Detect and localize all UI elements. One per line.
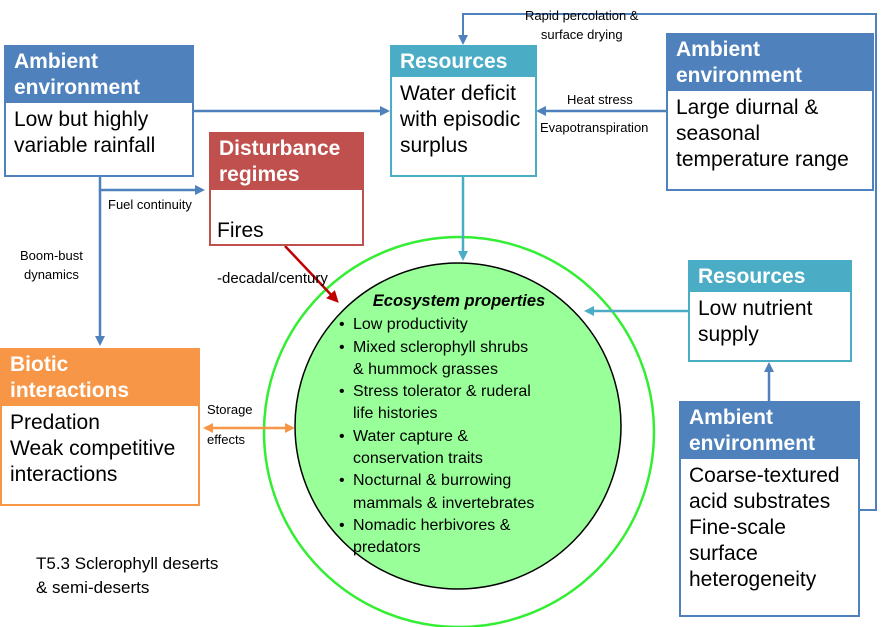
biotic-body: Predation Weak competitive interactions xyxy=(10,411,176,486)
label-effects: effects xyxy=(207,432,246,447)
ecosystem-item: Stress tolerator & ruderal life historie… xyxy=(339,381,579,426)
ecosystem-properties: Ecosystem properties Low productivity Mi… xyxy=(339,290,579,560)
ecosystem-item: Nomadic herbivores & predators xyxy=(339,515,579,560)
label-heat-stress: Heat stress xyxy=(567,92,633,107)
label-evapotranspiration: Evapotranspiration xyxy=(540,120,649,135)
resources-nutrient-box: Resources Low nutrient supply xyxy=(688,260,852,362)
label-rapid-percolation: Rapid percolation & surface drying xyxy=(525,8,639,42)
ambient-temperature-body: Large diurnal & seasonal temperature ran… xyxy=(676,96,849,171)
disturbance-fires: Fires xyxy=(217,219,264,242)
ecosystem-item: Nocturnal & burrowing mammals & inverteb… xyxy=(339,470,579,515)
ambient-rainfall-body: Low but highly variable rainfall xyxy=(14,108,156,157)
biotic-header: Biotic interactions xyxy=(2,350,198,406)
biotic-box: Biotic interactions Predation Weak compe… xyxy=(0,348,200,506)
disturbance-box: Disturbance regimes Fires -decadal/centu… xyxy=(209,132,364,287)
label-boom-bust: Boom-bust dynamics xyxy=(20,248,83,282)
ecosystem-item: Mixed sclerophyll shrubs & hummock grass… xyxy=(339,337,579,382)
figure-caption: T5.3 Sclerophyll deserts & semi-deserts xyxy=(36,554,219,597)
arrow-fuel-continuity xyxy=(98,176,205,195)
label-fuel-continuity: Fuel continuity xyxy=(108,197,192,212)
ecosystem-title: Ecosystem properties xyxy=(372,292,546,310)
ambient-rainfall-box: Ambient environment Low but highly varia… xyxy=(4,45,194,177)
ecosystem-list: Low productivity Mixed sclerophyll shrub… xyxy=(339,314,579,559)
arrow-fires-to-ecosystem xyxy=(284,245,339,303)
resources-nutrient-header: Resources xyxy=(690,262,850,292)
disturbance-body: Fires -decadal/century xyxy=(211,190,362,316)
ecosystem-item: Water capture & conservation traits xyxy=(339,426,579,471)
resources-water-box: Resources Water deficit with episodic su… xyxy=(390,45,537,177)
ambient-rainfall-header: Ambient environment xyxy=(6,47,192,103)
ecosystem-item: Low productivity xyxy=(339,314,579,336)
resources-nutrient-body: Low nutrient supply xyxy=(698,297,813,346)
ambient-temperature-header: Ambient environment xyxy=(668,35,872,91)
disturbance-header: Disturbance regimes xyxy=(211,134,362,190)
disturbance-frequency: -decadal/century xyxy=(217,270,328,287)
arrow-rapid-percolation xyxy=(458,13,877,511)
ambient-substrate-body: Coarse-textured acid substrates Fine-sca… xyxy=(689,464,840,591)
ambient-temperature-box: Ambient environment Large diurnal & seas… xyxy=(666,33,874,191)
ambient-substrate-box: Ambient environment Coarse-textured acid… xyxy=(679,401,860,617)
resources-water-body: Water deficit with episodic surplus xyxy=(400,82,521,157)
label-storage: Storage xyxy=(207,402,253,417)
resources-water-header: Resources xyxy=(392,47,535,77)
ambient-substrate-header: Ambient environment xyxy=(681,403,858,459)
